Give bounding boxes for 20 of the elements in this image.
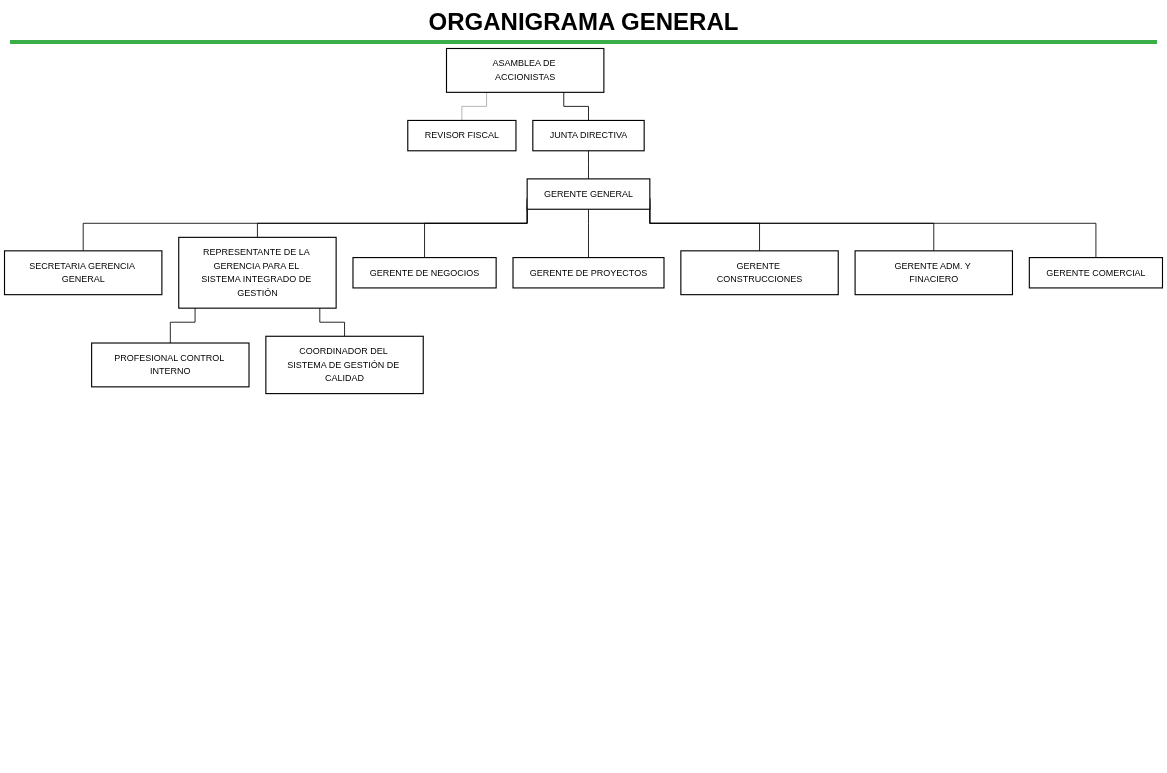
- node-box: GERENTE ADM. Y FINACIERO: [854, 250, 1014, 296]
- node-box: REPRESENTANTE DE LA GERENCIA PARA EL SISTEMA INTEGRADO DE GESTIÓN: [178, 236, 337, 309]
- node-box: JUNTA DIRECTIVA: [532, 119, 645, 152]
- node-box: ASAMBLEA DE ACCIONISTAS: [445, 47, 605, 93]
- title: ORGANIGRAMA GENERAL: [427, 8, 740, 36]
- node-box: PROFESIONAL CONTROL INTERNO: [91, 342, 250, 388]
- node-box: GERENTE GENERAL: [526, 178, 651, 210]
- connector: [588, 150, 589, 180]
- node-box: REVISOR FISCAL: [407, 119, 517, 152]
- node-box: GERENTE DE NEGOCIOS: [352, 257, 497, 289]
- connector: [563, 91, 589, 121]
- node-box: COORDINADOR DEL SISTEMA DE GESTIÓN DE CALIDAD: [265, 335, 424, 395]
- node-box: SECRETARIA GERENCIA GENERAL: [3, 250, 163, 296]
- connector: [588, 208, 589, 258]
- connector: [319, 307, 345, 337]
- connector: [461, 91, 488, 121]
- node-box: GERENTE COMERCIAL: [1028, 257, 1164, 289]
- connector: [169, 307, 196, 344]
- node-box: GERENTE CONSTRUCCIONES: [680, 250, 839, 296]
- node-box: GERENTE DE PROYECTOS: [512, 257, 665, 289]
